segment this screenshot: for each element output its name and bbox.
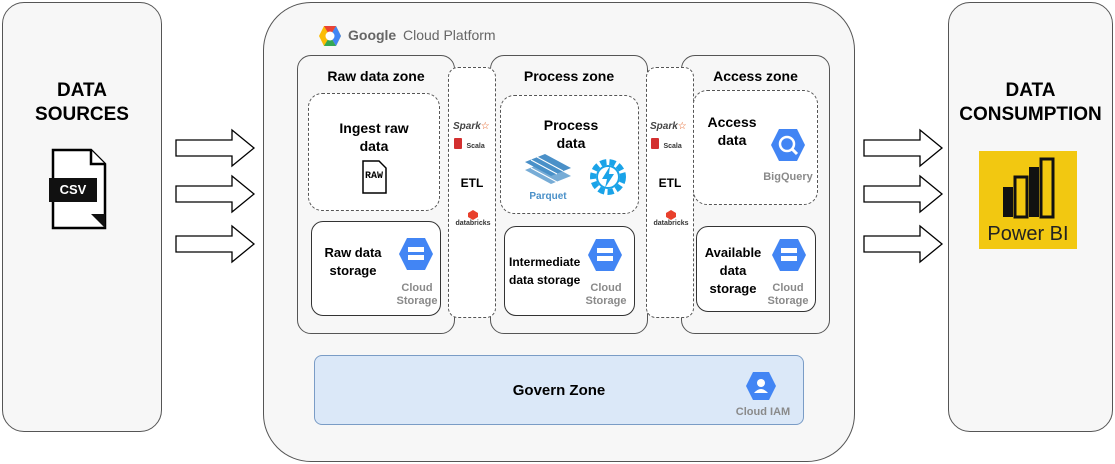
parquet-label: Parquet <box>529 191 567 202</box>
arrow-right-icon <box>175 128 256 264</box>
input-arrows <box>175 128 256 264</box>
data-sources-panel: DATA SOURCES CSV <box>2 2 162 432</box>
ingest-raw-data-box: Ingest raw data RAW <box>308 93 440 211</box>
data-sources-title: DATA SOURCES <box>35 80 129 125</box>
gcp-title-bold: Google <box>348 27 397 43</box>
cloud-storage-icon <box>399 238 433 270</box>
spark-icon: Spark☆ <box>650 116 690 134</box>
output-arrows <box>863 128 944 264</box>
scala-logo-icon <box>454 138 462 150</box>
process-zone-title: Process zone <box>523 68 615 84</box>
access-data-label: Access data <box>707 114 757 148</box>
spark-star-icon: ☆ <box>677 121 687 132</box>
gcp-title-rest: Cloud Platform <box>403 27 496 43</box>
power-bi-text: Power BI <box>987 223 1069 245</box>
arrow-right-icon <box>175 128 256 168</box>
arrow-right-icon <box>175 174 256 214</box>
govern-zone-title: Govern Zone <box>512 382 606 399</box>
raw-zone-title: Raw data zone <box>327 68 425 84</box>
available-storage-label: Available data storage <box>704 245 762 296</box>
raw-data-storage-label: Raw data storage <box>324 245 382 278</box>
scala-label: Scala <box>466 143 485 150</box>
scala-icon: Scala <box>454 135 494 153</box>
power-bi-bars-icon <box>1003 157 1055 219</box>
cloud-storage-icon <box>772 239 806 271</box>
databricks-icon: databricks <box>452 210 494 227</box>
ingest-raw-data-label: Ingest raw data <box>339 120 409 154</box>
scala-icon: Scala <box>651 135 691 153</box>
power-bi-logo: Power BI <box>979 151 1077 249</box>
dataproc-gear-icon <box>590 159 626 195</box>
etl-strip-1: Spark☆ Scala ETL databricks <box>448 67 496 318</box>
bigquery-label: BigQuery <box>763 171 813 183</box>
etl-label-1: ETL <box>460 176 484 190</box>
scala-logo-icon <box>651 138 659 150</box>
raw-file-text: RAW <box>364 171 383 182</box>
csv-label: CSV <box>59 182 87 197</box>
cloud-iam-icon <box>746 372 776 400</box>
csv-file-icon: CSV <box>49 148 109 230</box>
cloud-storage-icon <box>588 239 622 271</box>
scala-label: Scala <box>663 143 682 150</box>
databricks-icon: databricks <box>650 210 692 227</box>
raw-storage-service-label: Cloud Storage <box>396 282 438 307</box>
access-data-box: Access data BigQuery <box>693 90 818 205</box>
etl-strip-2: Spark☆ Scala ETL databricks <box>646 67 694 318</box>
spark-star-icon: ☆ <box>480 121 490 132</box>
available-storage-service-label: Cloud Storage <box>767 282 809 307</box>
spark-icon: Spark☆ <box>453 116 493 134</box>
databricks-logo-icon <box>468 210 478 220</box>
access-zone-title: Access zone <box>713 68 798 84</box>
etl-label-2: ETL <box>658 176 682 190</box>
bigquery-icon <box>771 129 805 161</box>
arrow-right-icon <box>863 224 944 264</box>
raw-file-icon: RAW <box>361 160 387 194</box>
parquet-icon: Parquet <box>523 154 573 206</box>
spark-label: Spark <box>453 121 481 132</box>
arrow-right-icon <box>175 224 256 264</box>
gcp-logo: Google Cloud Platform <box>318 25 558 49</box>
intermediate-storage-service-label: Cloud Storage <box>585 282 627 307</box>
govern-zone: Govern Zone Cloud IAM <box>314 355 804 425</box>
spark-label: Spark <box>650 121 678 132</box>
raw-data-storage-box: Raw data storage Cloud Storage <box>311 221 441 316</box>
arrow-right-icon <box>863 128 944 168</box>
intermediate-storage-label: Intermediate data storage <box>509 255 581 287</box>
gcp-hexagon-icon <box>319 26 341 46</box>
arrow-right-icon <box>863 174 944 214</box>
process-data-box: Process data Parquet <box>500 95 639 214</box>
intermediate-data-storage-box: Intermediate data storage Cloud Storage <box>504 226 635 316</box>
databricks-label: databricks <box>455 220 491 227</box>
databricks-logo-icon <box>666 210 676 220</box>
databricks-label: databricks <box>653 220 689 227</box>
data-consumption-panel: DATA CONSUMPTION Power BI <box>948 2 1113 432</box>
available-data-storage-box: Available data storage Cloud Storage <box>696 226 816 312</box>
data-consumption-title: DATA CONSUMPTION <box>959 80 1102 125</box>
cloud-iam-label: Cloud IAM <box>735 406 791 418</box>
process-data-label: Process data <box>543 117 599 151</box>
